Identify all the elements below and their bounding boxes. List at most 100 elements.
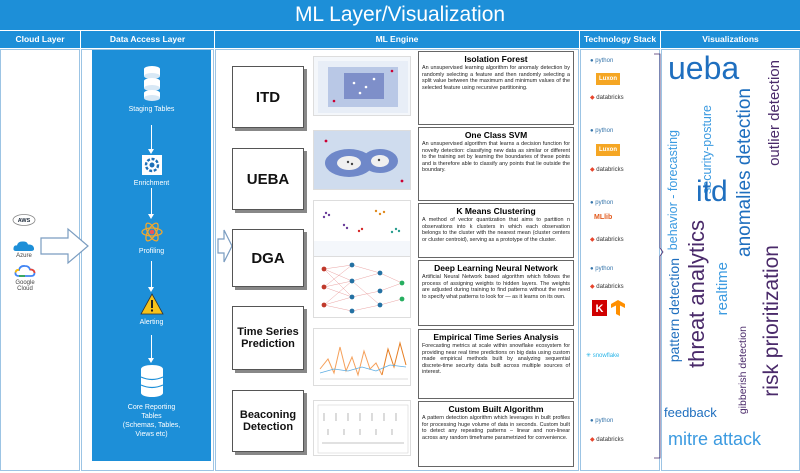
python-logo: ● python (590, 200, 614, 206)
core-reporting-label-2: Tables (141, 413, 162, 420)
page-title: ML Layer/Visualization (0, 0, 800, 30)
ml-box-beaconing-label-2: Detection (242, 421, 294, 433)
header-ml-engine: ML Engine (215, 31, 579, 48)
algo-card-one-class-svm: One Class SVM An unsupervised algorithm … (418, 127, 574, 201)
algo-description: An unsupervised learning algorithm for a… (422, 65, 570, 91)
google-cloud-label: Google Cloud (15, 280, 35, 292)
algo-description: A method of vector quantization that aim… (422, 217, 570, 243)
kmeans-thumbnail (313, 200, 411, 260)
flow-arrow (148, 188, 154, 219)
core-reporting-tables: Core Reporting Tables (Schemas, Tables, … (92, 364, 211, 439)
luxon-label: Luxon (599, 76, 617, 82)
header-visualizations: Visualizations (661, 31, 800, 48)
databricks-logo: ◆ databricks (590, 94, 624, 101)
ml-box-time-series-label-1: Time Series (237, 326, 299, 338)
python-label: python (595, 128, 614, 134)
tech-stack-column (580, 49, 660, 471)
databricks-logo: ◆ databricks (590, 283, 624, 290)
header-cloud-layer: Cloud Layer (0, 31, 80, 48)
algo-title: Isolation Forest (464, 54, 528, 64)
enrichment-gear-icon (141, 155, 162, 175)
warning-icon (139, 293, 164, 315)
wc-gibberish-detection: gibberish detection (737, 326, 749, 415)
ml-box-itd: ITD (232, 66, 304, 128)
custom-algorithm-plot-image (314, 401, 410, 455)
staging-tables: Staging Tables (92, 64, 211, 114)
neural-network-image (314, 257, 410, 317)
mllib-logo: MLlib (594, 214, 612, 221)
header-technology-stack: Technology Stack (580, 31, 660, 48)
algo-title: K Means Clustering (456, 206, 536, 216)
wc-threat-analytics: threat analytics (684, 220, 709, 368)
databricks-icon: ◆ (590, 237, 595, 243)
algo-title: Custom Built Algorithm (448, 404, 544, 414)
algo-description: An unsupervised algorithm that learns a … (422, 141, 570, 174)
enrichment-label: Enrichment (133, 180, 170, 187)
wc-mitre-attack: mitre attack (668, 429, 762, 449)
databricks-logo: ◆ databricks (590, 236, 624, 243)
wc-pattern-detection: pattern detection (666, 258, 682, 363)
databricks-logo: ◆ databricks (590, 436, 624, 443)
databricks-label: databricks (596, 237, 624, 243)
core-reporting-label-1: Core Reporting (127, 404, 176, 411)
ml-box-dga-label: DGA (251, 249, 285, 267)
alerting: Alerting (92, 293, 211, 327)
ml-box-time-series-label-2: Prediction (241, 338, 295, 350)
one-class-svm-thumbnail (313, 130, 411, 190)
databricks-label: databricks (596, 95, 624, 101)
algo-card-isolation-forest: Isolation Forest An unsupervised learnin… (418, 51, 574, 125)
wc-feedback: feedback (664, 405, 717, 420)
wc-anomalies-detection: anomalies detection (734, 88, 755, 257)
ml-box-beaconing: Beaconing Detection (232, 390, 304, 452)
svm-plot-image (314, 131, 410, 189)
wc-ueba: ueba (668, 50, 740, 86)
databricks-label: databricks (596, 167, 624, 173)
databricks-icon: ◆ (590, 167, 595, 173)
database-icon (140, 365, 163, 397)
profiling: Profiling (92, 220, 211, 256)
databricks-icon: ◆ (590, 437, 595, 443)
python-logo: ● python (590, 58, 614, 64)
cloud-to-data-arrow (40, 227, 89, 265)
core-reporting-label-3: (Schemas, Tables, (122, 422, 181, 429)
profiling-label: Profiling (138, 248, 165, 255)
ml-engine-column (215, 49, 579, 471)
ml-box-itd-label: ITD (255, 88, 281, 106)
ml-box-beaconing-label-1: Beaconing (239, 409, 297, 421)
ml-box-ueba-label: UEBA (246, 170, 290, 188)
python-label: python (595, 266, 614, 272)
python-logo: ● python (590, 266, 614, 272)
luxon-logo: Luxon (596, 73, 620, 85)
keras-tensorflow-icon: K (592, 300, 625, 316)
svg-text:AWS: AWS (18, 218, 31, 224)
databricks-icon: ◆ (590, 95, 595, 101)
profiling-atom-icon (140, 222, 163, 242)
mllib-label: MLlib (594, 214, 613, 221)
wc-behavior-forecasting: behavior - forecasting (666, 130, 680, 251)
algo-description: Artificial Neural Network based algorith… (422, 274, 570, 300)
algo-title: Empirical Time Series Analysis (433, 332, 559, 342)
algo-description: Forecasting metrics at scale within snow… (422, 343, 570, 376)
luxon-label: Luxon (599, 147, 617, 153)
enrichment: Enrichment (92, 154, 211, 188)
cloud-column (0, 49, 80, 471)
databricks-label: databricks (596, 284, 624, 290)
python-label: python (595, 200, 614, 206)
google-cloud-icon (14, 265, 36, 277)
databricks-logo: ◆ databricks (590, 166, 624, 173)
aws-logo: AWS (12, 212, 36, 228)
isolation-forest-plot-image (318, 61, 408, 113)
flow-arrow (148, 335, 154, 363)
time-series-plot-image (314, 329, 410, 385)
keras-tensorflow-logos: K (592, 300, 626, 318)
algo-card-custom-algorithm: Custom Built Algorithm A pattern detecti… (418, 401, 574, 467)
google-cloud-logo: Google Cloud (10, 264, 40, 292)
snowflake-label: snowflake (592, 353, 620, 359)
algo-card-kmeans: K Means Clustering A method of vector qu… (418, 203, 574, 258)
python-logo: ● python (590, 418, 614, 424)
custom-algorithm-thumbnail (313, 400, 411, 456)
visualization-brackets (654, 53, 664, 459)
ml-box-ueba: UEBA (232, 148, 304, 210)
kmeans-plot-image (314, 201, 410, 241)
flow-arrow (148, 261, 154, 292)
